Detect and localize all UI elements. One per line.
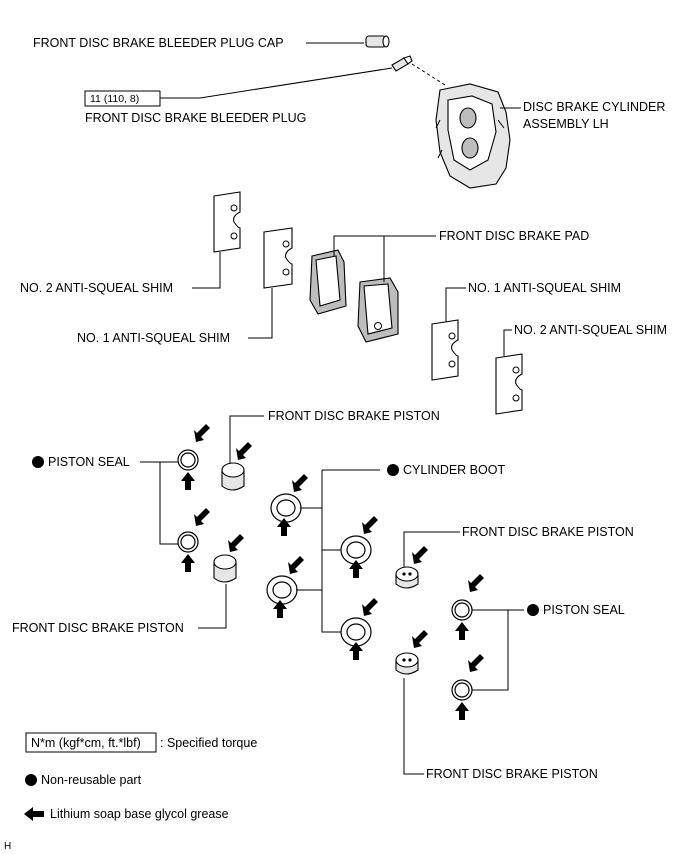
cylinder-boot-4-part (340, 617, 372, 647)
shim2-right-part (495, 353, 523, 415)
shim1-right-part (431, 319, 459, 381)
piston-right-bottom-part (395, 652, 419, 675)
leader-piston-seal-left (140, 461, 178, 545)
shim1-left-part (263, 227, 293, 289)
label-piston-seal-left: PISTON SEAL (48, 455, 130, 469)
piston-seal-left-bottom-part (177, 531, 199, 553)
non-reusable-icon (527, 604, 539, 616)
label-shim2-right: NO. 2 ANTI-SQUEAL SHIM (514, 323, 667, 337)
legend-grease-arrow-icon (24, 807, 44, 821)
piston-seal-right-bottom-part (451, 679, 473, 701)
grease-arrows-diagonal (194, 424, 484, 672)
piston-bottom-left-part (213, 554, 237, 583)
label-cylinder-line2: ASSEMBLY LH (523, 117, 609, 131)
piston-right-top-part (395, 566, 419, 589)
grease-arrows-up (181, 472, 469, 720)
cylinder-boot-1-part (270, 493, 302, 523)
label-cylinder-line1: DISC BRAKE CYLINDER (523, 100, 665, 114)
label-piston-bottom-left: FRONT DISC BRAKE PISTON (12, 621, 184, 635)
non-reusable-icon (32, 456, 44, 468)
label-bleeder-plug: FRONT DISC BRAKE BLEEDER PLUG (85, 111, 306, 125)
legend-torque-box (25, 732, 157, 753)
shim2-left-part (213, 191, 241, 253)
cylinder-boot-2-part (266, 575, 298, 605)
legend-grease-text: Lithium soap base glycol grease (50, 807, 229, 821)
label-piston-seal-right: PISTON SEAL (543, 603, 625, 617)
corner-mark: H (4, 841, 11, 852)
cylinder-boot-3-part (340, 535, 372, 565)
brake-pad-left-part (309, 249, 347, 315)
label-piston-right-top: FRONT DISC BRAKE PISTON (462, 525, 634, 539)
torque-box (84, 90, 161, 107)
leader-shim1-left (248, 288, 273, 339)
legend-non-reusable-text: Non-reusable part (41, 773, 142, 787)
leader-piston-right-bottom (403, 678, 424, 775)
piston-seal-right-top-part (451, 599, 473, 621)
leader-piston-bottom-left (198, 584, 227, 629)
label-piston-top-left: FRONT DISC BRAKE PISTON (268, 409, 440, 423)
label-shim1-right: NO. 1 ANTI-SQUEAL SHIM (468, 281, 621, 295)
leader-shim2-right (503, 329, 512, 356)
bleeder-plug-cap-part (365, 35, 390, 48)
bleeder-dashed-line (411, 63, 446, 86)
leader-pad-a (333, 235, 436, 256)
leader-bleeder-plug (160, 67, 393, 99)
legend-torque-box-text: N*m (kgf*cm, ft.*lbf) (31, 736, 141, 750)
leader-shim1-right (445, 287, 466, 322)
non-reusable-icon (387, 464, 399, 476)
legend: N*m (kgf*cm, ft.*lbf) : Specified torque… (24, 732, 257, 821)
label-shim2-left: NO. 2 ANTI-SQUEAL SHIM (20, 281, 173, 295)
leader-piston-right-top (403, 531, 460, 567)
label-brake-pad: FRONT DISC BRAKE PAD (439, 229, 589, 243)
brake-pad-right-part (357, 277, 399, 343)
leader-boot-trunk (321, 470, 341, 633)
cylinder-assembly-part (435, 83, 511, 189)
torque-value: 11 (110, 8) (90, 93, 139, 105)
label-bleeder-plug-cap: FRONT DISC BRAKE BLEEDER PLUG CAP (33, 36, 284, 50)
leader-piston-seal-right (472, 609, 509, 691)
bleeder-plug-part (391, 55, 413, 72)
label-shim1-left: NO. 1 ANTI-SQUEAL SHIM (77, 331, 230, 345)
leader-piston-top-left (229, 415, 264, 464)
piston-top-left-part (221, 462, 245, 491)
legend-torque-text: : Specified torque (160, 736, 257, 750)
label-piston-right-bottom: FRONT DISC BRAKE PISTON (426, 767, 598, 781)
leader-shim2-left (192, 252, 221, 289)
legend-non-reusable-icon (25, 774, 37, 786)
label-cylinder-boot: CYLINDER BOOT (403, 463, 505, 477)
piston-seal-left-top-part (177, 449, 199, 471)
